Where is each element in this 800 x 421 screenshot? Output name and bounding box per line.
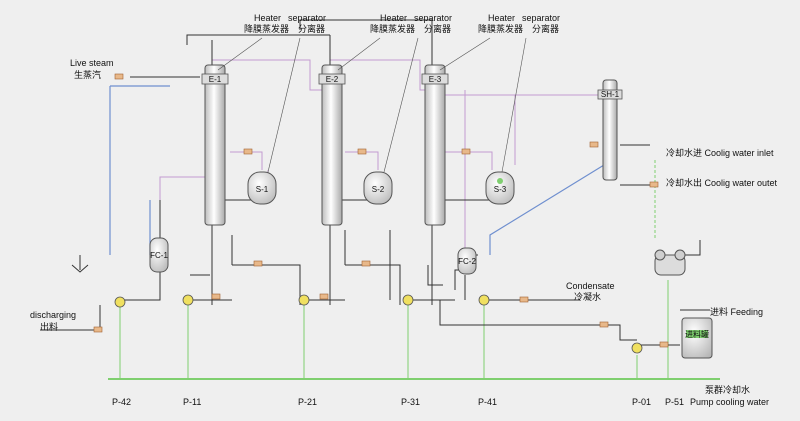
discharging-label-zh: 出料 — [40, 321, 58, 332]
separator-1-label-zh: 分离器 — [298, 23, 325, 34]
s2-tag: S-2 — [372, 185, 385, 194]
condensate-label-zh: 冷凝水 — [574, 291, 601, 302]
valve-icon — [649, 181, 659, 188]
valve-icon — [361, 260, 371, 267]
vacuum-pump — [654, 249, 686, 276]
pump-tag: P-11 — [183, 397, 201, 407]
valve-icon — [211, 293, 221, 300]
feed-tank-label: 进料罐 — [685, 329, 709, 339]
cooling-water-lines — [109, 85, 605, 255]
fc1-tag: FC-1 — [150, 251, 168, 260]
heater-3-label-zh: 降膜蒸发器 — [478, 23, 523, 34]
cooling-water-outlet-label: 冷却水出 Coolig water outet — [666, 177, 778, 188]
e2-tag: E-2 — [326, 75, 339, 84]
pump-p31-symbol — [402, 294, 414, 306]
valve-icon — [589, 141, 599, 148]
cooling-water-inlet-label: 冷却水进 Coolig water inlet — [666, 147, 774, 158]
separator-s1: S-1 — [247, 171, 277, 205]
pump-cooling-water-label-zh: 泵群冷却水 — [705, 384, 750, 395]
valve-icon — [114, 73, 124, 80]
pump-tag: P-41 — [478, 397, 497, 407]
valves — [93, 73, 669, 348]
evaporator-e1: E-1 — [201, 64, 229, 226]
valve-icon — [659, 341, 669, 348]
heater-2-label: Heater — [380, 13, 407, 23]
live-steam-label-zh: 生蒸汽 — [74, 69, 101, 80]
pump-p21-symbol — [298, 294, 310, 306]
separator-1-label: separator — [288, 13, 326, 23]
e1-tag: E-1 — [209, 75, 222, 84]
live-steam-label: Live steam — [70, 58, 114, 68]
s3-tag: S-3 — [494, 185, 507, 194]
heater-1-label-zh: 降膜蒸发器 — [244, 23, 289, 34]
separator-2-label: separator — [414, 13, 452, 23]
leader-lines — [217, 37, 527, 173]
heater-3-label: Heater — [488, 13, 515, 23]
fc2-tag: FC-2 — [458, 257, 476, 266]
valve-icon — [357, 148, 367, 155]
flash-cooler-fc2: FC-2 — [457, 247, 477, 275]
separator-s3: S-3 — [485, 171, 515, 205]
pump-tag: P-42 — [112, 397, 131, 407]
separator-3-label: separator — [522, 13, 560, 23]
pump-p11-symbol — [182, 294, 194, 306]
pump-p01-symbol — [631, 342, 643, 354]
s1-tag: S-1 — [256, 185, 269, 194]
process-pipes — [40, 19, 710, 346]
separator-s2: S-2 — [363, 171, 393, 205]
valve-icon — [243, 148, 253, 155]
discharging-label: discharging — [30, 310, 76, 320]
feeding-label: 进料 Feeding — [710, 306, 763, 317]
separator-3-label-zh: 分离器 — [532, 23, 559, 34]
pump-tag: P-51 — [665, 397, 684, 407]
pump-cooling-water-line — [108, 160, 720, 380]
pump-tag: P-31 — [401, 397, 420, 407]
valve-icon — [93, 326, 103, 333]
sh1-tag: SH-1 — [601, 90, 620, 99]
heater-1-label: Heater — [254, 13, 281, 23]
heater-2-label-zh: 降膜蒸发器 — [370, 23, 415, 34]
pump-cooling-water-label: Pump cooling water — [690, 397, 769, 407]
valve-icon — [519, 296, 529, 303]
feed-tank: 进料罐 — [681, 317, 713, 359]
valve-icon — [599, 321, 609, 328]
valve-icon — [461, 148, 471, 155]
flash-cooler-fc1: FC-1 — [149, 237, 169, 273]
separator-2-label-zh: 分离器 — [424, 23, 451, 34]
vapor-lines — [159, 59, 611, 250]
pump-p42-symbol — [114, 296, 126, 308]
pump-p41-symbol — [478, 294, 490, 306]
evaporator-e2: E-2 — [318, 64, 346, 226]
e3-tag: E-3 — [429, 75, 442, 84]
condensate-label: Condensate — [566, 281, 615, 291]
valve-icon — [319, 293, 329, 300]
evaporator-e3: E-3 — [421, 64, 449, 226]
condenser-sh1: SH-1 — [597, 79, 623, 181]
valve-icon — [253, 260, 263, 267]
pump-tag: P-21 — [298, 397, 317, 407]
pump-tag: P-01 — [632, 397, 651, 407]
pumps — [114, 294, 643, 354]
